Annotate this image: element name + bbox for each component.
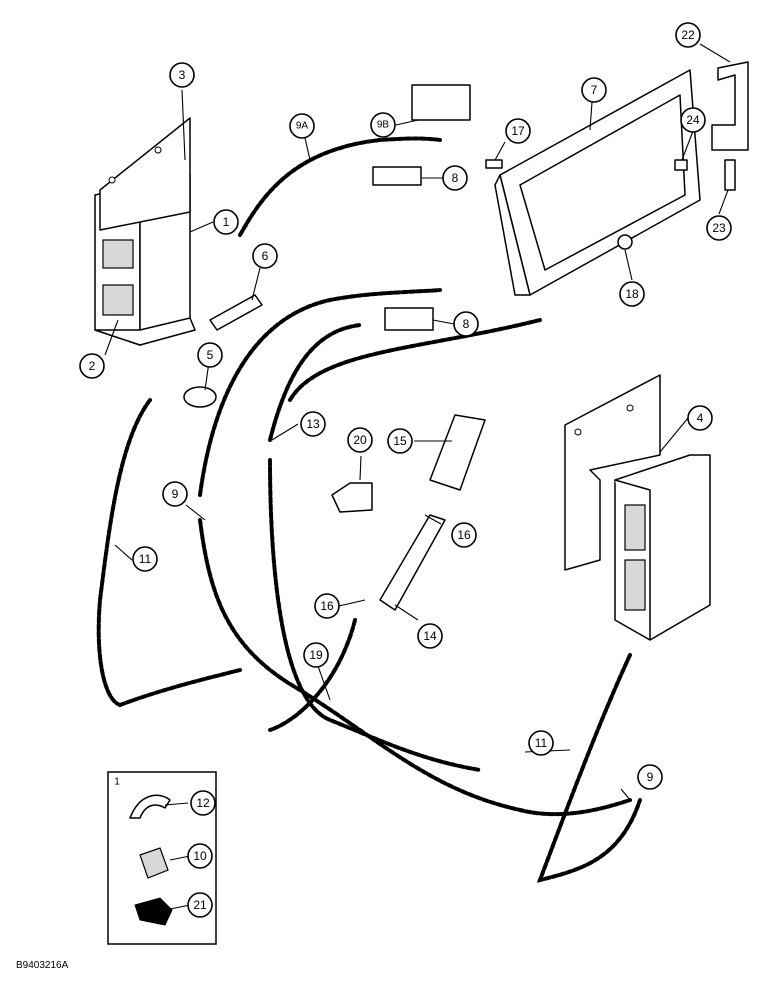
callout-1-label: 1	[223, 215, 230, 229]
bracket-20	[331, 482, 373, 513]
callout-12-label: 12	[196, 796, 210, 810]
callout-4: 4	[687, 405, 713, 431]
callout-11-right-label: 11	[535, 736, 548, 750]
drawing-code: B9403216A	[16, 960, 69, 971]
callout-9-right: 9	[637, 764, 663, 790]
callout-22-label: 22	[681, 28, 695, 42]
callout-3-label: 3	[179, 68, 186, 82]
callout-22: 22	[675, 22, 701, 48]
callout-2: 2	[79, 353, 105, 379]
callout-14-label: 14	[423, 629, 437, 643]
callout-6-label: 6	[262, 249, 269, 263]
callout-16-left: 16	[314, 593, 340, 619]
mounting-tray	[494, 69, 701, 296]
callout-8-upper-label: 8	[452, 171, 459, 185]
callout-6: 6	[252, 243, 278, 269]
callout-9-left-label: 9	[172, 487, 179, 501]
callout-18-label: 18	[625, 287, 639, 301]
callout-2-label: 2	[89, 359, 96, 373]
callout-20-label: 20	[353, 433, 367, 447]
callout-9-right-label: 9	[647, 770, 654, 784]
callout-9a: 9A	[289, 113, 315, 139]
connectors	[372, 84, 471, 331]
callout-7-label: 7	[591, 83, 598, 97]
callout-24-label: 24	[686, 113, 700, 127]
callout-13-label: 13	[306, 417, 320, 431]
callout-9a-label: 9A	[296, 121, 309, 132]
callout-17: 17	[505, 118, 531, 144]
inset-marker: 1	[114, 777, 120, 788]
callout-11-left-label: 11	[139, 552, 152, 566]
callout-18: 18	[619, 281, 645, 307]
bracket-22	[711, 61, 749, 151]
callout-19-label: 19	[309, 648, 323, 662]
handle-assembly	[379, 414, 486, 611]
callout-14: 14	[417, 623, 443, 649]
left-module-assembly	[94, 117, 196, 346]
callout-8-lower-label: 8	[463, 317, 470, 331]
callout-20: 20	[347, 427, 373, 453]
callout-7: 7	[581, 77, 607, 103]
grommet-5	[183, 386, 217, 408]
fasteners	[485, 159, 736, 250]
callout-13: 13	[300, 411, 326, 437]
callout-8-upper: 8	[442, 165, 468, 191]
callout-10: 10	[187, 843, 213, 869]
callout-5-label: 5	[207, 348, 214, 362]
callout-9b-label: 9B	[377, 120, 390, 131]
callout-9b: 9B	[370, 112, 396, 138]
callout-8-lower: 8	[453, 311, 479, 337]
callout-3: 3	[169, 62, 195, 88]
callout-16-left-label: 16	[320, 599, 334, 613]
right-module-assembly	[564, 374, 711, 641]
callout-16-right: 16	[451, 522, 477, 548]
callout-11-right: 11	[528, 730, 554, 756]
callout-21-label: 21	[193, 898, 207, 912]
callout-23: 23	[706, 215, 732, 241]
callout-21: 21	[187, 892, 213, 918]
callout-1: 1	[213, 209, 239, 235]
callout-10-label: 10	[193, 849, 207, 863]
callout-11-left: 11	[132, 546, 158, 572]
callout-23-label: 23	[712, 221, 726, 235]
callout-9-left: 9	[162, 481, 188, 507]
leader-lines	[104, 43, 731, 911]
callout-16-right-label: 16	[457, 528, 471, 542]
callout-15-label: 15	[393, 434, 407, 448]
callout-4-label: 4	[697, 411, 704, 425]
sleeve-6	[209, 294, 263, 331]
callout-24: 24	[680, 107, 706, 133]
callout-12: 12	[190, 790, 216, 816]
callout-17-label: 17	[511, 124, 525, 138]
wire-harnesses	[96, 136, 642, 883]
callout-19: 19	[303, 642, 329, 668]
callout-5: 5	[197, 342, 223, 368]
callout-15: 15	[387, 428, 413, 454]
